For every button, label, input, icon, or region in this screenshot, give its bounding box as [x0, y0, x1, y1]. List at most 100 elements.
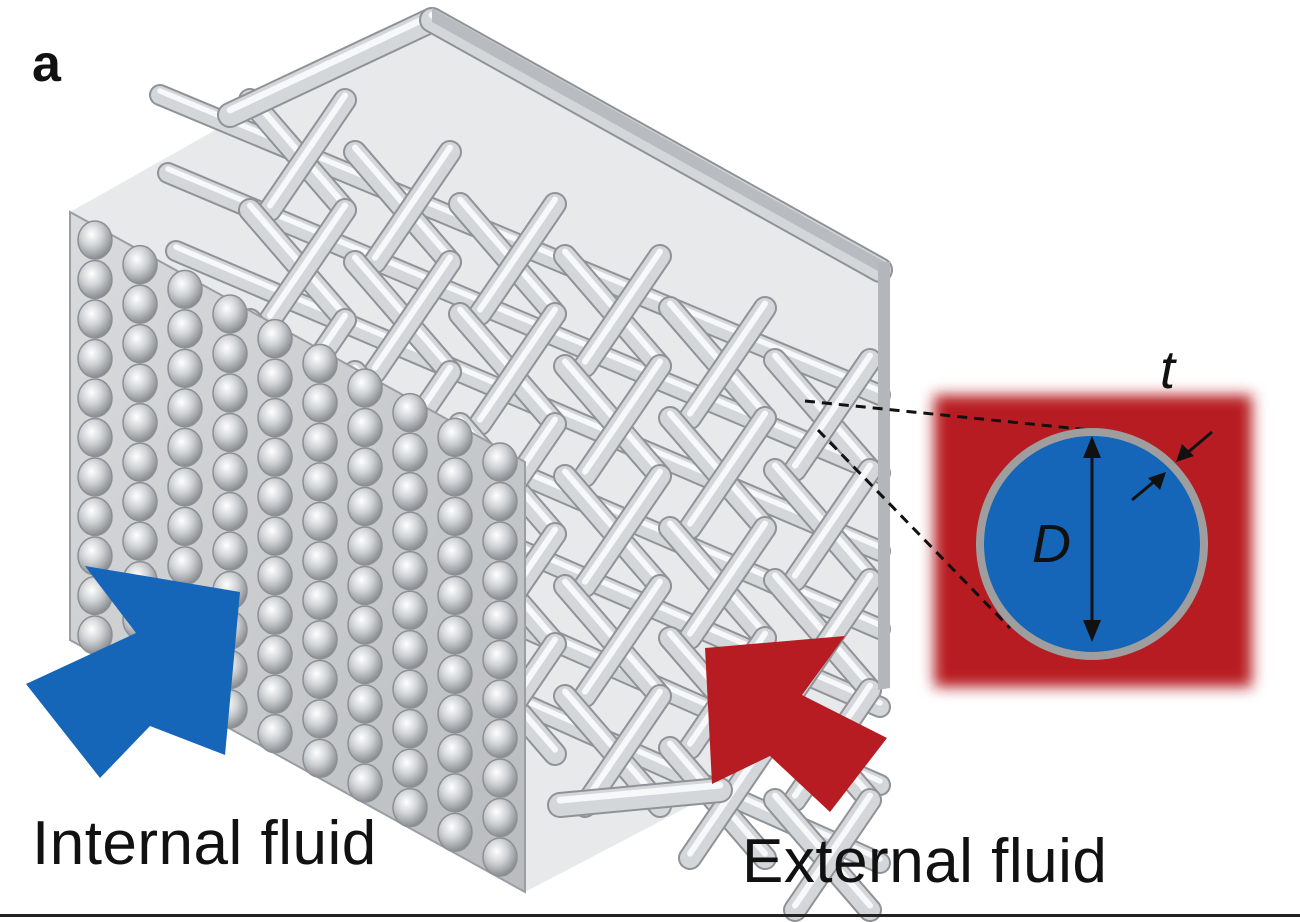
plate-hole	[122, 323, 158, 364]
plate-hole	[302, 462, 338, 502]
plate-hole	[257, 516, 293, 556]
plate-hole	[77, 220, 113, 260]
diagonal-strut-highlight	[582, 248, 663, 365]
diagonal-strut-highlight	[582, 468, 663, 585]
diagonal-strut-highlight	[372, 254, 453, 371]
plate-hole	[257, 595, 293, 635]
plate-hole	[122, 481, 158, 522]
plate-hole	[437, 773, 473, 813]
top-rail	[219, 9, 443, 126]
plate-hole	[347, 605, 383, 645]
plate-hole	[257, 634, 293, 675]
internal-fluid-label: Internal fluid	[32, 809, 377, 878]
thickness-symbol: t	[1160, 340, 1177, 400]
plate-hole	[77, 338, 113, 379]
plate-hole	[347, 407, 383, 448]
plate-hole	[302, 383, 338, 423]
plate-hole	[437, 457, 473, 497]
plate-hole	[167, 269, 203, 310]
plate-hole	[347, 486, 383, 527]
diagonal-strut-highlight	[582, 688, 663, 805]
diagonal-strut-highlight	[687, 300, 768, 417]
plate-hole	[77, 496, 113, 537]
lattice-body	[70, 7, 893, 922]
plate-hole	[392, 629, 428, 670]
zoom-leader-bottom	[816, 428, 1012, 630]
plate-hole	[347, 723, 383, 764]
plate-hole	[437, 812, 473, 853]
plate-hole	[392, 708, 428, 749]
plate-hole	[392, 669, 428, 709]
external-fluid-arrow	[705, 636, 887, 812]
plate-hole	[392, 748, 428, 788]
diameter-arrowhead-top	[1083, 436, 1101, 458]
plate-hole	[212, 491, 248, 532]
plate-hole	[122, 363, 158, 403]
plate-hole	[482, 797, 518, 838]
plate-hole	[482, 481, 518, 522]
plate-hole	[347, 526, 383, 566]
zoom-leader-top	[804, 399, 1091, 432]
diagonal-strut-highlight	[582, 578, 663, 695]
plate-hole	[167, 467, 203, 507]
plate-hole	[437, 733, 473, 774]
plate-hole	[212, 333, 248, 374]
plate-hole	[167, 427, 203, 468]
plate-hole	[392, 787, 428, 828]
plate-hole	[482, 442, 518, 482]
thickness-arrow-inner	[1131, 478, 1157, 502]
diagonal-strut-highlight	[792, 352, 873, 469]
diagonal-strut-highlight	[267, 202, 348, 319]
diagonal-strut-highlight	[477, 306, 558, 423]
plate-hole	[167, 506, 203, 547]
plate-hole	[392, 590, 428, 630]
diagonal-strut-highlight	[687, 520, 768, 637]
plate-hole	[437, 536, 473, 576]
plate-hole	[212, 412, 248, 453]
plate-hole	[482, 600, 518, 640]
plate-hole	[302, 738, 338, 779]
plate-hole	[437, 615, 473, 655]
thickness-arrowhead-inner	[1148, 472, 1166, 490]
plate-hole	[482, 521, 518, 561]
external-fluid-label: External fluid	[742, 827, 1108, 896]
plate-hole	[347, 644, 383, 685]
plate-hole	[482, 718, 518, 759]
panel-label: a	[32, 35, 61, 93]
plate-hole	[302, 620, 338, 660]
plate-hole	[392, 471, 428, 512]
plate-hole	[257, 674, 293, 714]
plate-hole	[302, 422, 338, 463]
plate-hole	[437, 575, 473, 616]
thickness-arrowhead-outer	[1176, 444, 1194, 462]
plate-hole	[347, 763, 383, 803]
plate-hole	[347, 565, 383, 606]
plate-hole	[77, 259, 113, 300]
diagonal-strut-highlight	[792, 462, 873, 579]
plate-hole	[257, 358, 293, 398]
plate-hole	[212, 294, 248, 334]
plate-hole	[77, 299, 113, 339]
plate-hole	[122, 442, 158, 482]
plate-hole	[302, 501, 338, 542]
plate-hole	[437, 496, 473, 537]
plate-hole	[257, 476, 293, 517]
plate-hole	[302, 343, 338, 384]
plate-hole	[392, 392, 428, 433]
plate-hole	[122, 244, 158, 285]
plate-hole	[257, 555, 293, 596]
plate-hole	[257, 318, 293, 359]
bottom-rail	[549, 779, 731, 816]
plate-hole	[167, 348, 203, 389]
diagonal-strut-highlight	[477, 196, 558, 313]
tube-cross-section-inset: t D	[804, 340, 1252, 687]
plate-hole	[482, 560, 518, 601]
diagonal-strut-highlight	[792, 792, 873, 909]
plate-hole	[212, 373, 248, 413]
plate-hole	[392, 511, 428, 551]
plate-hole	[167, 388, 203, 428]
diagonal-strut-highlight	[582, 358, 663, 475]
plate-hole	[482, 679, 518, 719]
plate-hole	[302, 580, 338, 621]
